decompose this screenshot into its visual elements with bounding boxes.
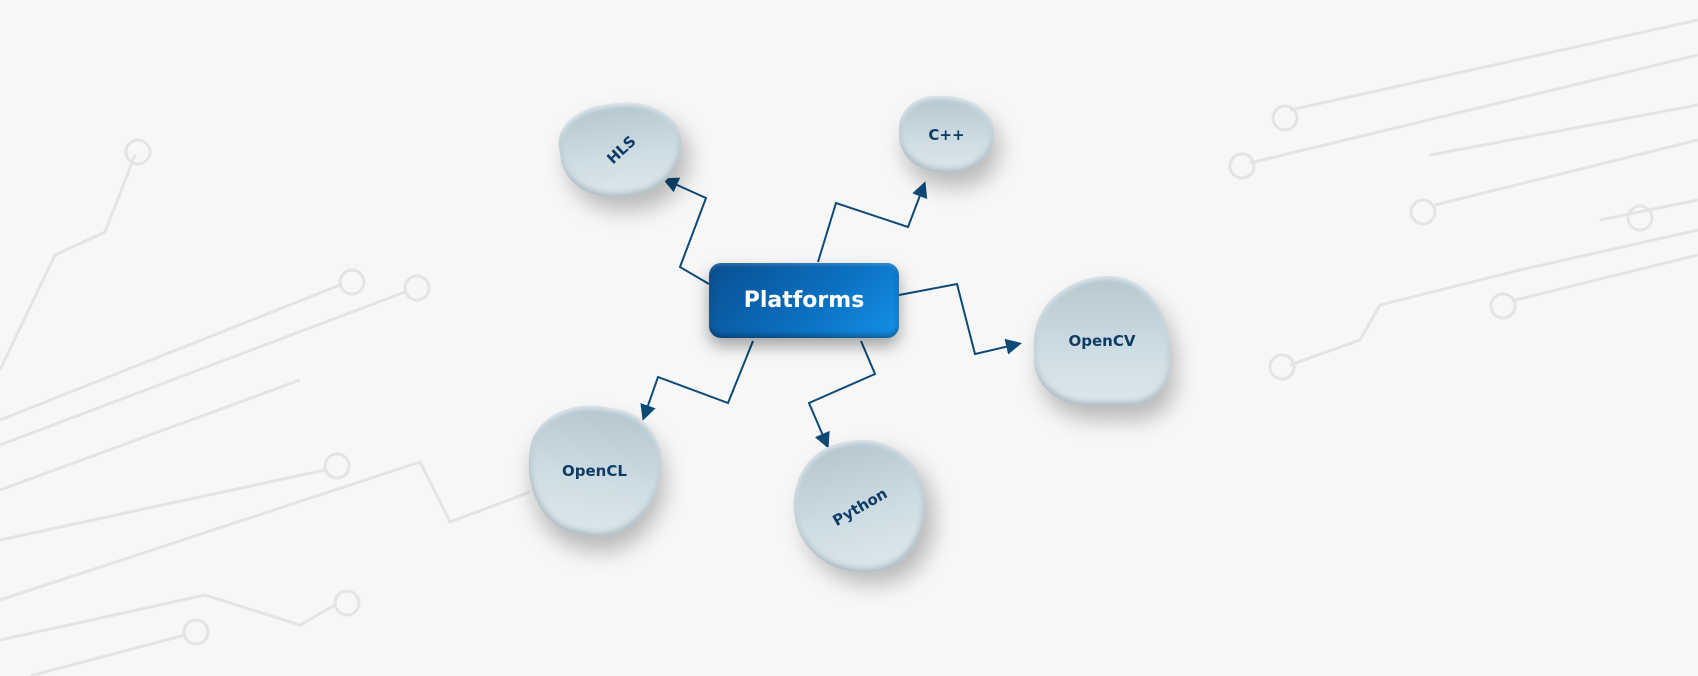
node-label: HLS: [602, 132, 640, 168]
arrow-to-hls: [662, 177, 710, 285]
arrow-to-python: [807, 340, 877, 449]
node-opencv: OpenCV: [1034, 276, 1170, 406]
node-label: OpenCV: [1068, 332, 1136, 350]
platforms-node: Platforms: [709, 263, 899, 338]
platforms-label: Platforms: [743, 288, 865, 313]
node-label: Python: [829, 484, 891, 530]
arrow-to-opencv: [898, 282, 1022, 356]
arrow-to-opencl: [640, 340, 754, 421]
arrow-to-cpp: [817, 181, 928, 263]
node-label: C++: [928, 125, 965, 144]
node-cpp: C++: [899, 96, 994, 173]
node-label: OpenCL: [561, 461, 627, 480]
